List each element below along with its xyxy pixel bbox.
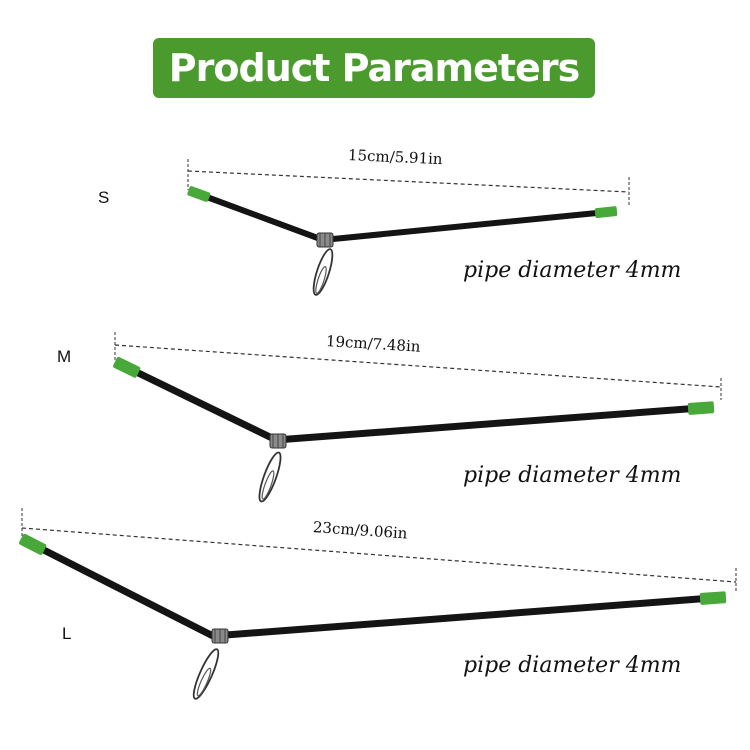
swivel-l xyxy=(192,628,229,700)
pipe-diameter-m: pipe diameter 4mm xyxy=(463,463,682,488)
measure-line-l xyxy=(21,508,737,592)
pipe-diameter-s: pipe diameter 4mm xyxy=(463,258,682,283)
pipe-diameter-l: pipe diameter 4mm xyxy=(463,653,682,678)
swivel-m xyxy=(258,433,287,503)
boom-m xyxy=(113,356,715,503)
title-banner: Product Parameters xyxy=(153,38,595,98)
boom-l xyxy=(19,533,727,700)
tip-cap-l-left xyxy=(19,533,47,555)
measure-line-s xyxy=(187,159,630,205)
boom-s xyxy=(187,186,618,296)
measure-line-m xyxy=(114,332,722,400)
tip-cap-s-right xyxy=(594,206,618,219)
size-label-l: L xyxy=(62,624,72,643)
tip-cap-m-right xyxy=(687,401,715,415)
size-label-s: S xyxy=(98,188,110,207)
banner-title: Product Parameters xyxy=(168,46,580,90)
tip-cap-s-left xyxy=(187,186,211,202)
tip-cap-l-right xyxy=(699,591,727,605)
tip-cap-m-left xyxy=(113,356,141,378)
size-label-m: M xyxy=(57,347,72,366)
swivel-s xyxy=(312,232,334,296)
